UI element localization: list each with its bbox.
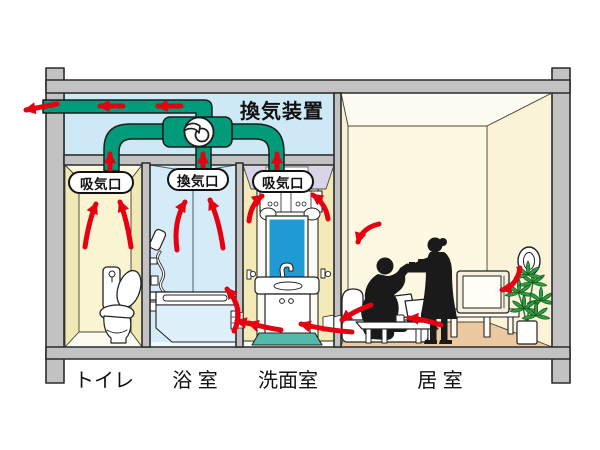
airflow-arrow xyxy=(310,192,331,222)
sink-basin xyxy=(273,281,303,291)
airflow-arrow xyxy=(82,201,99,250)
room-label-toilet: トイレ xyxy=(74,370,134,392)
room-label-washroom: 洗面室 xyxy=(258,370,318,392)
wall-bath-washroom xyxy=(235,162,244,348)
toilet xyxy=(99,266,142,344)
airflow-arrow xyxy=(117,199,134,250)
airflow-arrow xyxy=(406,312,444,328)
plant-pot xyxy=(516,320,538,345)
bathtub xyxy=(155,291,238,343)
airflow-arrows xyxy=(23,100,523,335)
left-column xyxy=(45,67,65,384)
airflow-arrow xyxy=(499,265,523,294)
washroom-left-door xyxy=(242,169,258,342)
fan-icon xyxy=(183,116,215,148)
mirror xyxy=(269,219,305,281)
airflow-arrow xyxy=(246,193,265,224)
woman-silhouette xyxy=(404,237,457,344)
airflow-arrow xyxy=(339,302,374,323)
airflow-arrow xyxy=(23,101,60,115)
vanity xyxy=(254,190,323,339)
device-label: 換気装置 xyxy=(240,101,324,123)
wall-washroom-living xyxy=(333,92,342,348)
faucet xyxy=(279,262,294,280)
airflow-arrow xyxy=(354,221,382,245)
airflow-arrow xyxy=(207,197,226,251)
foundation-beam xyxy=(45,346,571,360)
washroom-mat xyxy=(251,332,323,346)
door-knob xyxy=(249,270,257,278)
vent-label-bathroom: 換気口 xyxy=(167,168,229,191)
room-label-bathroom: 浴 室 xyxy=(172,370,218,392)
airflow-arrow xyxy=(224,286,241,334)
roof-beam xyxy=(45,79,571,94)
airflow-arrow xyxy=(298,320,355,335)
plant xyxy=(505,261,555,345)
tray xyxy=(404,269,434,273)
wall-toilet-bath xyxy=(141,162,151,348)
airflow-arrow xyxy=(173,199,188,253)
door-knob xyxy=(324,270,332,278)
vent-label-toilet: 吸気口 xyxy=(68,171,134,194)
right-column xyxy=(551,67,571,384)
sink-counter xyxy=(254,276,320,295)
vanity-cabinet xyxy=(264,293,311,339)
vent-label-washroom: 吸気口 xyxy=(252,170,314,193)
room-label-living: 居 室 xyxy=(417,370,463,392)
